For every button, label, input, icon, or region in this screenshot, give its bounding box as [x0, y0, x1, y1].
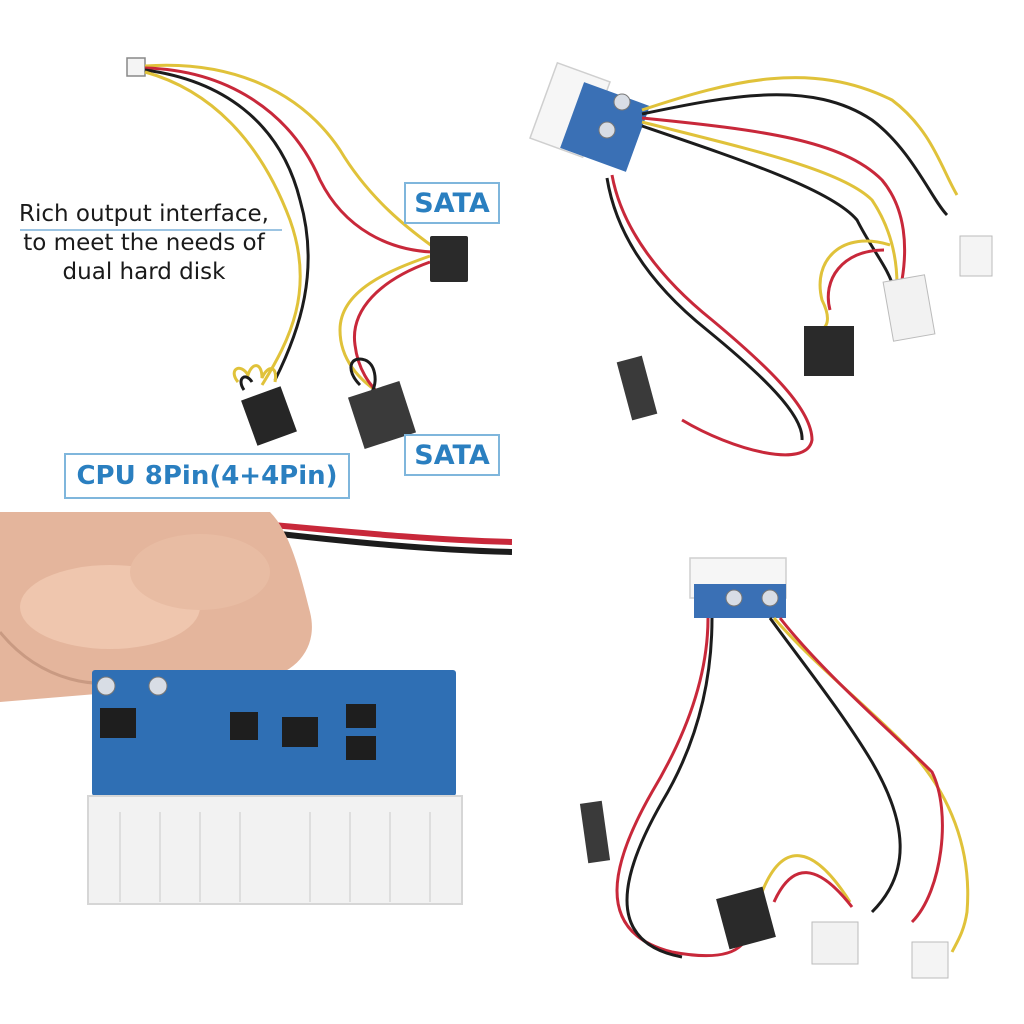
- cable-set-alt-photo: [579, 557, 970, 979]
- molex-connector-small: [911, 941, 949, 979]
- panel-cable-set: [512, 0, 1024, 512]
- caption-line-3: dual hard disk: [62, 259, 226, 285]
- pcb-board: [92, 670, 456, 796]
- dc-jack: [616, 355, 658, 421]
- cpu-8pin-connector: [241, 386, 297, 446]
- cable-set-photo: [529, 61, 993, 457]
- panel-cable-overview: Rich output interface, to meet the needs…: [0, 0, 512, 512]
- caption-line-1: Rich output interface,: [19, 201, 269, 227]
- caption-line-2: to meet the needs of: [23, 230, 265, 256]
- small-connector: [126, 57, 146, 77]
- molex-connector-large: [811, 921, 859, 965]
- cpu-8pin-label: CPU 8Pin(4+4Pin): [64, 453, 350, 499]
- hand-holding-pcb-photo: [0, 512, 512, 905]
- molex-connector-small: [959, 235, 993, 277]
- dc-jack: [579, 800, 611, 864]
- sata-connector: [804, 326, 854, 376]
- sata-connector-bottom: [347, 380, 417, 450]
- atx-24pin-connector: [87, 795, 463, 905]
- panel-hand-pcb: [0, 512, 512, 1024]
- sata-connector: [716, 886, 776, 950]
- caption-underline: [20, 229, 282, 231]
- panel-cable-set-alt: [512, 512, 1024, 1024]
- cable-overview-illustration: [126, 57, 468, 450]
- sata-label-bottom: SATA: [404, 434, 500, 476]
- sata-label-top: SATA: [404, 182, 500, 224]
- molex-connector-large: [882, 274, 936, 342]
- sata-connector-top: [430, 236, 468, 282]
- feature-caption: Rich output interface, to meet the needs…: [8, 200, 280, 287]
